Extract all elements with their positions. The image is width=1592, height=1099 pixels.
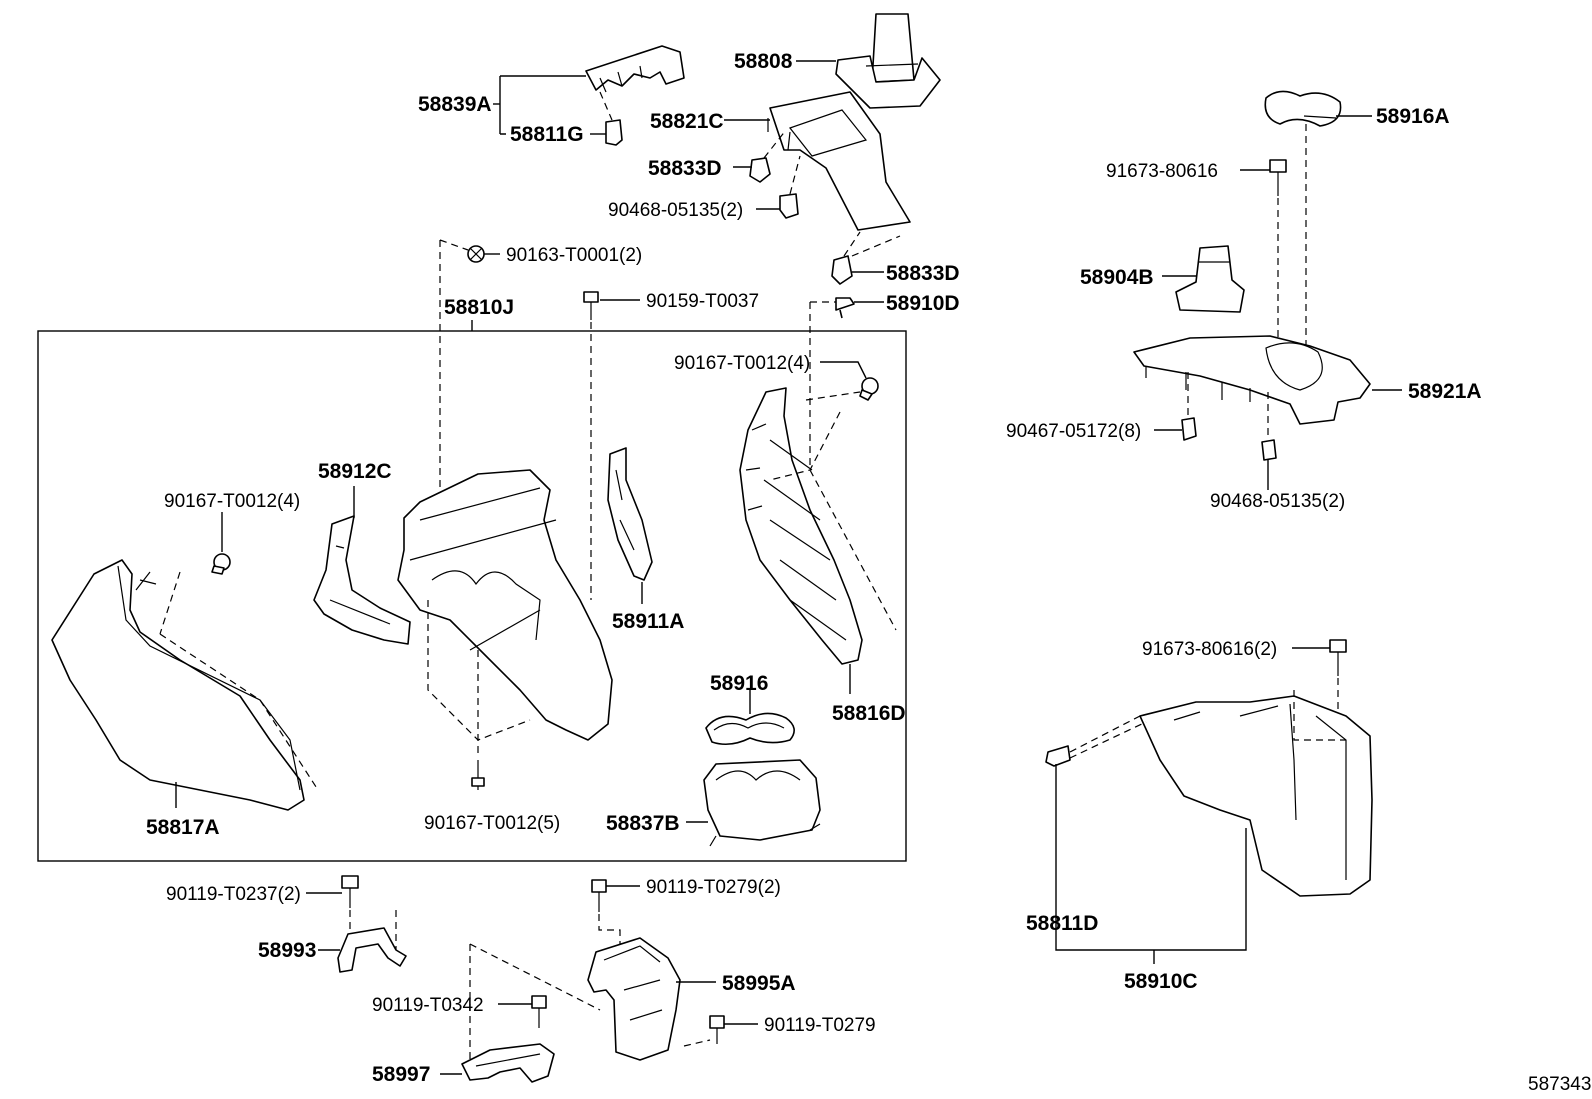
leader-90167-right [820, 361, 867, 379]
dash-58997 [469, 943, 601, 1060]
label-58916a: 58916A [1376, 105, 1450, 128]
label-90468-05135-b: 90468-05135(2) [1210, 491, 1345, 512]
part-90119-t0279-2-bolt-drawing [591, 879, 607, 912]
label-58811d: 58811D [1026, 912, 1098, 935]
dash-58833d-b [843, 231, 901, 257]
label-91673-80616: 91673-80616 [1106, 161, 1218, 182]
label-58993: 58993 [258, 939, 316, 962]
label-90119-t0279: 90119-T0279 [764, 1015, 876, 1036]
part-58811d-clip-drawing [1045, 745, 1071, 767]
part-58910d-drawing [835, 297, 855, 319]
leader-58910c-bracket [1055, 764, 1247, 951]
part-90159-bolt-drawing [583, 291, 599, 320]
part-90119-t0237-bolt-drawing [341, 875, 359, 908]
label-58816d: 58816D [832, 702, 906, 725]
label-58810j: 58810J [444, 296, 514, 319]
part-58821c-drawing [767, 91, 911, 231]
part-58916a-drawing [1264, 90, 1342, 127]
dash-90119-t0279 [683, 1039, 711, 1047]
part-58993-drawing [337, 927, 407, 973]
part-91673-2-bolt-drawing [1329, 639, 1347, 676]
dash-90468-a [789, 155, 801, 195]
part-90167-right-bolt-drawing [859, 377, 879, 401]
label-90119-t0342: 90119-T0342 [372, 995, 484, 1016]
dash-90167-right [805, 391, 861, 401]
part-58921a-drawing [1133, 335, 1371, 425]
label-58817a: 58817A [146, 816, 220, 839]
label-90119-t0279-2: 90119-T0279(2) [646, 877, 781, 898]
dash-58810j [427, 600, 531, 741]
part-58816d-drawing [739, 387, 863, 665]
dash-90163 [439, 239, 469, 530]
dash-58811d [1069, 715, 1147, 759]
leader-58839a [500, 75, 586, 135]
label-58808: 58808 [734, 50, 793, 73]
label-90467-05172: 90467-05172(8) [1006, 421, 1141, 442]
part-58817a-drawing [51, 559, 305, 811]
part-58808-drawing [835, 13, 941, 109]
part-58911a-drawing [607, 447, 653, 581]
part-58904b-drawing [1175, 245, 1245, 313]
label-58811g: 58811G [510, 123, 584, 146]
label-58904b: 58904B [1080, 266, 1154, 289]
part-58916-drawing [705, 712, 795, 746]
label-90163-t0001: 90163-T0001(2) [506, 245, 642, 266]
label-91673-80616-2: 91673-80616(2) [1142, 639, 1277, 660]
dash-58817a [159, 633, 319, 791]
part-58833d-a-drawing [749, 157, 771, 183]
part-58912c-drawing [313, 515, 411, 645]
dash-58910c-inner [1293, 690, 1346, 741]
part-91673-bolt-drawing [1269, 159, 1287, 196]
diagram-id: 587343 [1528, 1074, 1591, 1095]
label-58912c: 58912C [318, 460, 392, 483]
dash-58816d [769, 411, 897, 631]
label-90167-t0012-5: 90167-T0012(5) [424, 813, 560, 834]
part-58839a-drawing [585, 45, 685, 146]
label-90159-t0037: 90159-T0037 [646, 291, 759, 312]
part-58995a-drawing [587, 937, 681, 1061]
dash-58993 [349, 910, 397, 950]
dash-58833d-a [763, 129, 787, 159]
dash-58995a [598, 914, 621, 948]
label-58995a: 58995A [722, 972, 796, 995]
dash-90167-left [159, 571, 181, 635]
part-90468-b-clip-drawing [1261, 439, 1277, 461]
label-90167-t0012-right: 90167-T0012(4) [674, 353, 810, 374]
part-58833d-b-drawing [831, 255, 853, 285]
part-90119-t0279-bolt-drawing [709, 1015, 725, 1044]
part-90167-left-bolt-drawing [211, 553, 231, 575]
part-58810j-center-drawing [397, 469, 613, 741]
label-58997: 58997 [372, 1063, 430, 1086]
part-90467-clip-drawing [1181, 417, 1197, 441]
part-90468-a-drawing [779, 193, 799, 219]
part-58910c-drawing [1139, 695, 1373, 897]
label-90167-t0012-left: 90167-T0012(4) [164, 491, 300, 512]
dash-58910d [809, 301, 836, 470]
part-90119-t0342-bolt-drawing [531, 995, 547, 1028]
label-90468-05135-a: 90468-05135(2) [608, 200, 743, 221]
part-58997-drawing [461, 1043, 555, 1083]
label-58910d: 58910D [886, 292, 960, 315]
part-90167-bottom-bolt-drawing [471, 760, 485, 790]
part-90163-bolt-drawing [467, 245, 485, 263]
label-58833d-a: 58833D [648, 157, 722, 180]
label-58839a: 58839A [418, 93, 492, 116]
label-58910c: 58910C [1124, 970, 1198, 993]
label-58916: 58916 [710, 672, 768, 695]
part-58837b-drawing [703, 759, 821, 847]
label-58911a: 58911A [612, 610, 684, 633]
label-58833d-b: 58833D [886, 262, 960, 285]
label-58921a: 58921A [1408, 380, 1482, 403]
label-58821c: 58821C [650, 110, 724, 133]
label-58837b: 58837B [606, 812, 680, 835]
label-90119-t0237: 90119-T0237(2) [166, 884, 301, 905]
